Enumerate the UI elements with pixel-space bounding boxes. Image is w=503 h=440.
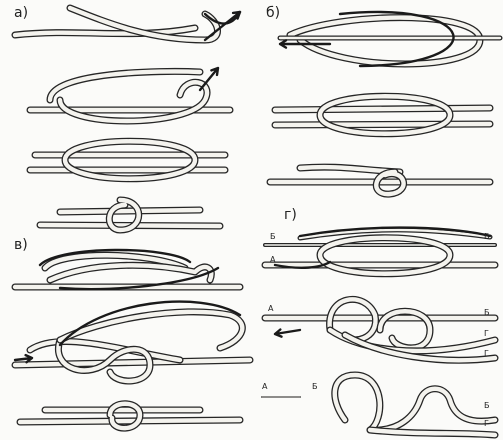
end-label: А bbox=[262, 383, 267, 391]
end-label: Б bbox=[312, 383, 318, 391]
rope-strand bbox=[15, 360, 250, 365]
rope-strand bbox=[20, 420, 240, 422]
rope-strand bbox=[370, 430, 495, 435]
rope-strand bbox=[320, 96, 450, 134]
panel-label-g: г) bbox=[284, 208, 297, 222]
rope-strand bbox=[275, 108, 490, 110]
rope-strand bbox=[275, 124, 490, 125]
rope-strand bbox=[60, 302, 240, 345]
end-label: Б bbox=[484, 233, 490, 241]
end-label: Г bbox=[484, 420, 489, 428]
end-label: Г bbox=[484, 330, 489, 338]
direction-arrow bbox=[275, 329, 300, 336]
end-label: Б bbox=[484, 309, 490, 317]
rope-strand bbox=[50, 265, 211, 280]
direction-arrow bbox=[15, 355, 32, 362]
rope-strand bbox=[30, 341, 180, 360]
rope-strand bbox=[60, 82, 207, 121]
end-label: Б bbox=[270, 233, 276, 241]
rope-strand bbox=[60, 210, 200, 212]
rope-strand bbox=[290, 18, 480, 64]
end-label: А bbox=[268, 305, 273, 313]
end-label: Б bbox=[484, 402, 490, 410]
panel-label-b: б) bbox=[266, 6, 280, 20]
end-label: А bbox=[270, 256, 275, 264]
panel-label-v: в) bbox=[14, 238, 28, 252]
panel-label-a: а) bbox=[14, 6, 28, 20]
rope-strand bbox=[335, 375, 495, 430]
end-label: Г bbox=[484, 350, 489, 358]
